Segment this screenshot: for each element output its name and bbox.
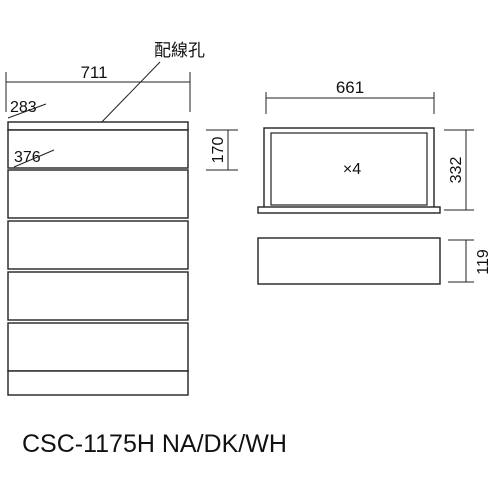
drawer-outer-box: [263, 127, 435, 211]
cabinet-width-dimension: 711: [5, 63, 191, 112]
drawer-depth-label: 332: [448, 157, 465, 184]
cabinet-body: [7, 121, 189, 396]
drawer-front-height-dimension: 170: [206, 129, 238, 171]
body-depth-label: 376: [14, 149, 41, 166]
drawer-height-dimension: 119: [448, 239, 492, 283]
body-depth-dimension: 376: [13, 149, 55, 168]
wire-hole-callout: 配線孔: [95, 41, 205, 129]
drawer-front-height-label: 170: [210, 137, 227, 164]
drawer-top-view: ×4: [257, 127, 441, 214]
cabinet-plinth: [7, 370, 189, 396]
drawer-width-dimension: 661: [265, 78, 435, 114]
drawer-count-label: ×4: [343, 161, 361, 178]
cabinet-upper-section: [7, 129, 189, 169]
wire-hole-label: 配線孔: [154, 41, 205, 60]
drawer-depth-dimension: 332: [444, 129, 474, 211]
top-depth-dimension: 283: [7, 99, 47, 119]
drawer-width-label: 661: [336, 78, 364, 97]
model-code: CSC-1175H NA/DK/WH: [22, 430, 287, 458]
drawer-front-3: [7, 271, 189, 321]
drawer-front-2: [7, 220, 189, 270]
drawer-front-1: [7, 169, 189, 219]
drawer-front-flange: [257, 206, 441, 214]
drawer-height-label: 119: [475, 249, 492, 275]
cabinet-top-board: [7, 121, 189, 131]
top-depth-label: 283: [10, 99, 37, 116]
drawer-side-view: [257, 237, 441, 285]
drawer-inner-box: [270, 132, 428, 206]
cabinet-width-label: 711: [80, 63, 107, 82]
drawer-front-4: [7, 322, 189, 372]
